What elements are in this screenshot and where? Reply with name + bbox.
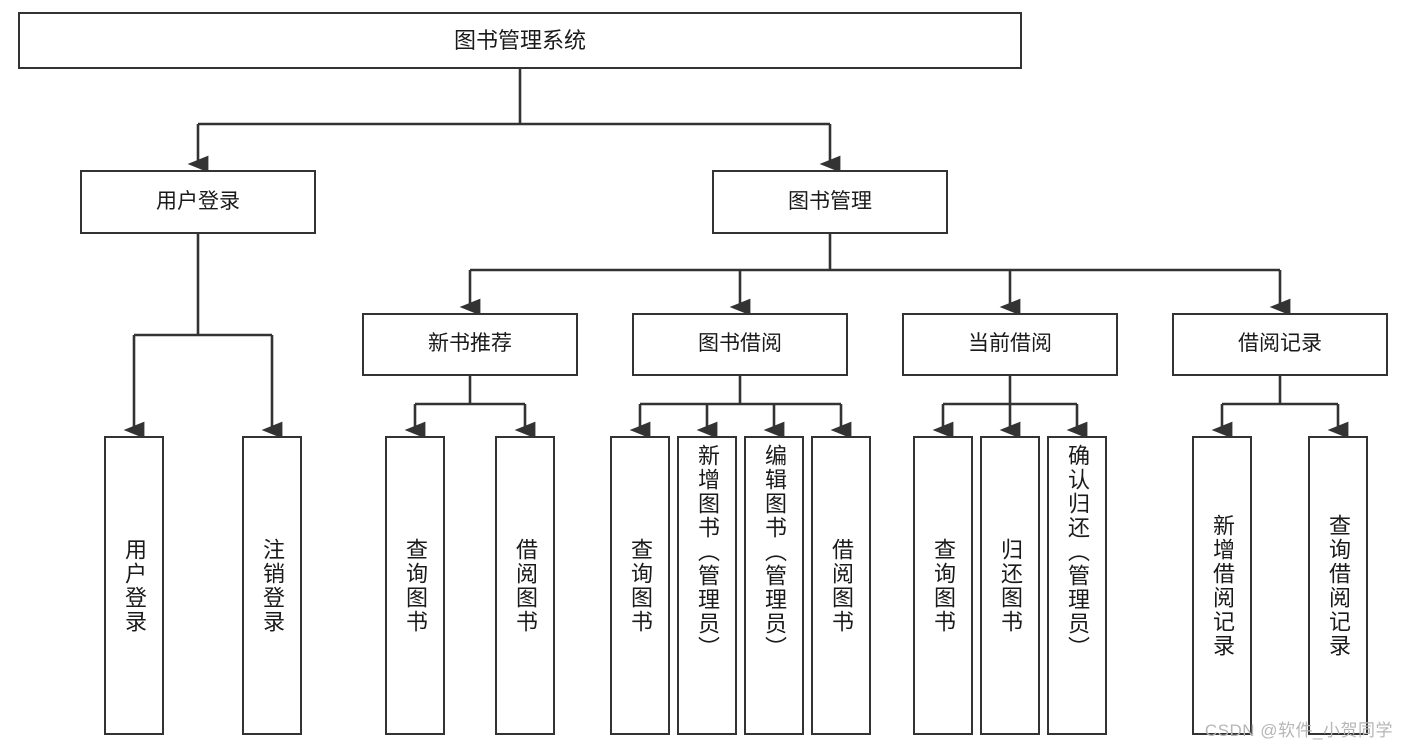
node-label: 图书借阅 [698, 332, 782, 356]
node-label: 编辑图书（管理员） [762, 444, 787, 660]
node-label: 查询图书 [628, 537, 653, 634]
node-user-login[interactable]: 用户登录 [80, 170, 316, 234]
watermark-text: CSDN @软件_小贺同学 [1204, 721, 1393, 740]
node-book-management[interactable]: 图书管理 [712, 170, 948, 234]
node-label: 借阅图书 [513, 537, 538, 634]
node-label: 注销登录 [260, 537, 285, 634]
node-label: 查询图书 [403, 537, 428, 634]
node-label: 新增借阅记录 [1210, 513, 1235, 658]
node-label: 用户登录 [122, 537, 147, 634]
node-label: 新增图书（管理员） [695, 444, 720, 660]
leaf-new-book-query[interactable]: 查询图书 [385, 436, 445, 735]
node-root-system[interactable]: 图书管理系统 [18, 12, 1022, 69]
leaf-current-borrow-confirm[interactable]: 确认归还（管理员） [1047, 436, 1107, 735]
node-label: 查询图书 [931, 537, 956, 634]
node-label: 确认归还（管理员） [1065, 444, 1090, 660]
leaf-current-borrow-return[interactable]: 归还图书 [980, 436, 1040, 735]
node-label: 借阅记录 [1238, 332, 1322, 356]
leaf-current-borrow-query[interactable]: 查询图书 [913, 436, 973, 735]
node-book-borrow[interactable]: 图书借阅 [632, 313, 848, 376]
node-borrow-record[interactable]: 借阅记录 [1172, 313, 1388, 376]
node-label: 查询借阅记录 [1326, 513, 1351, 658]
node-label: 图书管理 [788, 189, 872, 213]
leaf-book-borrow-borrow[interactable]: 借阅图书 [811, 436, 871, 735]
node-label: 用户登录 [156, 189, 240, 213]
leaf-new-book-borrow[interactable]: 借阅图书 [495, 436, 555, 735]
node-label: 归还图书 [998, 537, 1023, 634]
leaf-borrow-record-query[interactable]: 查询借阅记录 [1308, 436, 1368, 735]
leaf-user-login-login[interactable]: 用户登录 [104, 436, 164, 735]
leaf-borrow-record-add[interactable]: 新增借阅记录 [1192, 436, 1252, 735]
leaf-book-borrow-add[interactable]: 新增图书（管理员） [677, 436, 737, 735]
leaf-user-login-logout[interactable]: 注销登录 [242, 436, 302, 735]
node-label: 图书管理系统 [453, 27, 586, 53]
leaf-book-borrow-query[interactable]: 查询图书 [610, 436, 670, 735]
node-new-book-recommend[interactable]: 新书推荐 [362, 313, 578, 376]
node-label: 当前借阅 [968, 332, 1052, 356]
node-label: 新书推荐 [428, 332, 512, 356]
node-label: 借阅图书 [829, 537, 854, 634]
leaf-book-borrow-edit[interactable]: 编辑图书（管理员） [744, 436, 804, 735]
node-current-borrow[interactable]: 当前借阅 [902, 313, 1118, 376]
